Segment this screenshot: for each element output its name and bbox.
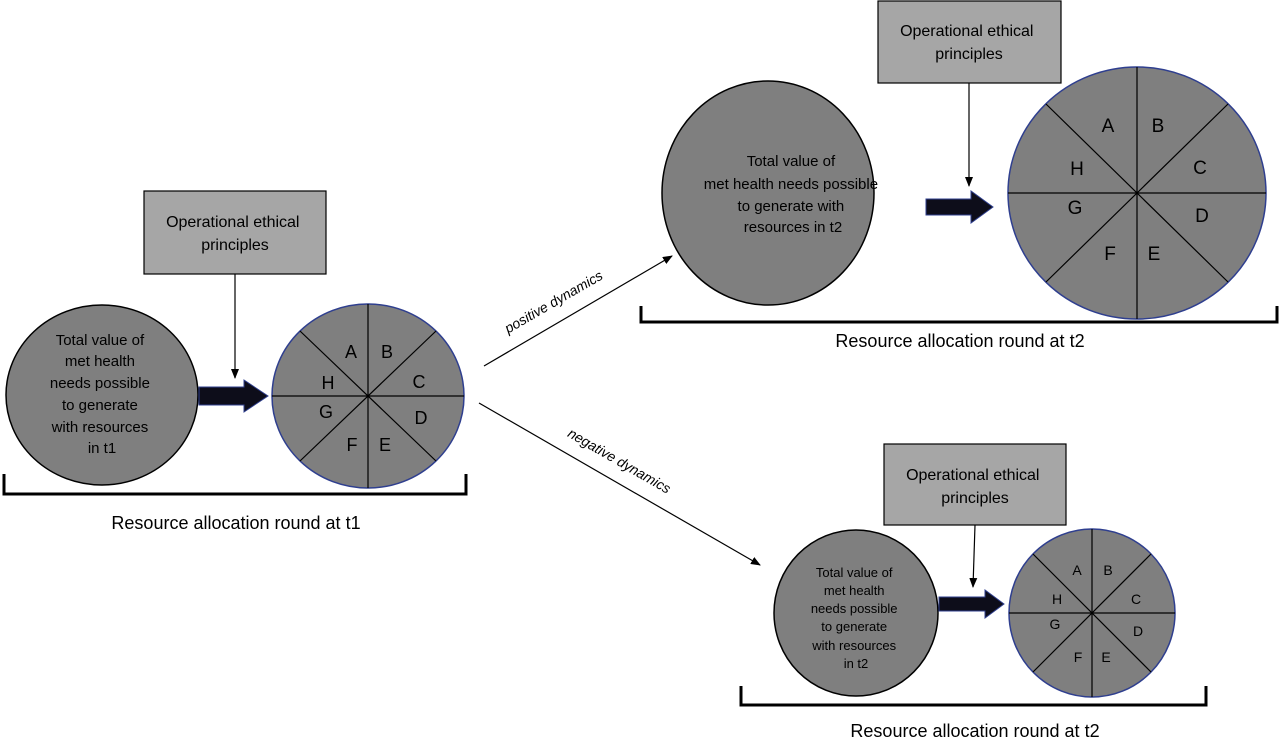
pie-segment-label-g: G bbox=[1068, 198, 1083, 219]
pie-segment-label-g: G bbox=[1050, 616, 1061, 632]
allocation-pie-t2-positive: A B C D E F G H bbox=[1007, 66, 1267, 320]
round-label-t2-negative: Resource allocation round at t2 bbox=[850, 721, 1099, 738]
principles-box-t2-positive bbox=[877, 0, 1062, 84]
round-t2-positive: Operational ethical principles Total val… bbox=[639, 0, 1279, 351]
resources-circle-t2-negative-label: Total value of met health needs possible… bbox=[811, 565, 901, 671]
resources-circle-t2-positive bbox=[661, 80, 875, 306]
pie-segment-label-g: G bbox=[319, 402, 333, 422]
pie-segment-label-b: B bbox=[1152, 116, 1165, 137]
allocation-pie-t1: A B C D E F G H bbox=[271, 303, 465, 489]
resources-circle-t1-label: Total value of met health needs possible… bbox=[50, 332, 154, 457]
pie-segment-label-c: C bbox=[1193, 158, 1207, 179]
negative-dynamics-label: negative dynamics bbox=[565, 425, 673, 497]
principles-box-t1 bbox=[143, 190, 327, 275]
pie-segment-label-d: D bbox=[415, 408, 428, 428]
negative-dynamics-arrow bbox=[478, 402, 761, 566]
principles-box-t2-negative bbox=[883, 443, 1067, 526]
positive-dynamics-arrow bbox=[483, 255, 673, 367]
pie-segment-label-b: B bbox=[381, 342, 393, 362]
pie-segment-label-c: C bbox=[413, 372, 426, 392]
pie-segment-label-f: F bbox=[1074, 649, 1083, 665]
pie-segment-label-f: F bbox=[1104, 244, 1116, 265]
resources-circle-t1 bbox=[5, 304, 199, 486]
resources-circle-t2-positive-label: Total value of met health needs possible… bbox=[704, 153, 882, 236]
round-bracket-t1 bbox=[2, 474, 468, 496]
pie-segment-label-e: E bbox=[379, 435, 391, 455]
pie-segment-label-a: A bbox=[345, 342, 357, 362]
pie-segment-label-a: A bbox=[1072, 562, 1082, 578]
principles-box-t2-negative-label: Operational ethical principles bbox=[906, 467, 1044, 507]
round-label-t2-positive: Resource allocation round at t2 bbox=[835, 331, 1084, 351]
block-arrow-t1 bbox=[198, 379, 269, 413]
allocation-pie-t2-negative: A B C D E F G H bbox=[1008, 528, 1176, 698]
pie-segment-label-h: H bbox=[1070, 159, 1084, 180]
round-bracket-t2-negative bbox=[739, 686, 1208, 707]
dynamics: positive dynamics negative dynamics bbox=[478, 255, 761, 566]
pie-segment-label-f: F bbox=[347, 435, 358, 455]
pie-divider bbox=[1045, 103, 1229, 283]
principles-box-t1-label: Operational ethical principles bbox=[166, 214, 304, 254]
pie-divider bbox=[1032, 553, 1152, 673]
principles-connector-t2-negative bbox=[969, 524, 978, 588]
block-arrow-t2-negative bbox=[938, 589, 1005, 619]
pie-segment-label-d: D bbox=[1133, 623, 1143, 639]
round-t1: Operational ethical principles Total val… bbox=[2, 190, 468, 533]
pie-segment-label-d: D bbox=[1195, 206, 1209, 227]
pie-segment-label-h: H bbox=[322, 373, 335, 393]
pie-segment-label-e: E bbox=[1148, 244, 1161, 265]
pie-divider bbox=[299, 330, 437, 462]
block-arrow-t2-positive bbox=[925, 190, 994, 224]
pie-segment-label-b: B bbox=[1103, 562, 1112, 578]
pie-segment-label-c: C bbox=[1131, 591, 1141, 607]
round-t2-negative: Operational ethical principles Total val… bbox=[739, 443, 1208, 738]
principles-box-t2-positive-label: Operational ethical principles bbox=[900, 23, 1038, 63]
resources-circle-t2-negative bbox=[773, 529, 939, 697]
round-bracket-t2-positive bbox=[639, 306, 1279, 324]
pie-segment-label-h: H bbox=[1052, 591, 1062, 607]
round-label-t1: Resource allocation round at t1 bbox=[111, 513, 360, 533]
pie-segment-label-e: E bbox=[1101, 649, 1110, 665]
pie-segment-label-a: A bbox=[1102, 116, 1115, 137]
